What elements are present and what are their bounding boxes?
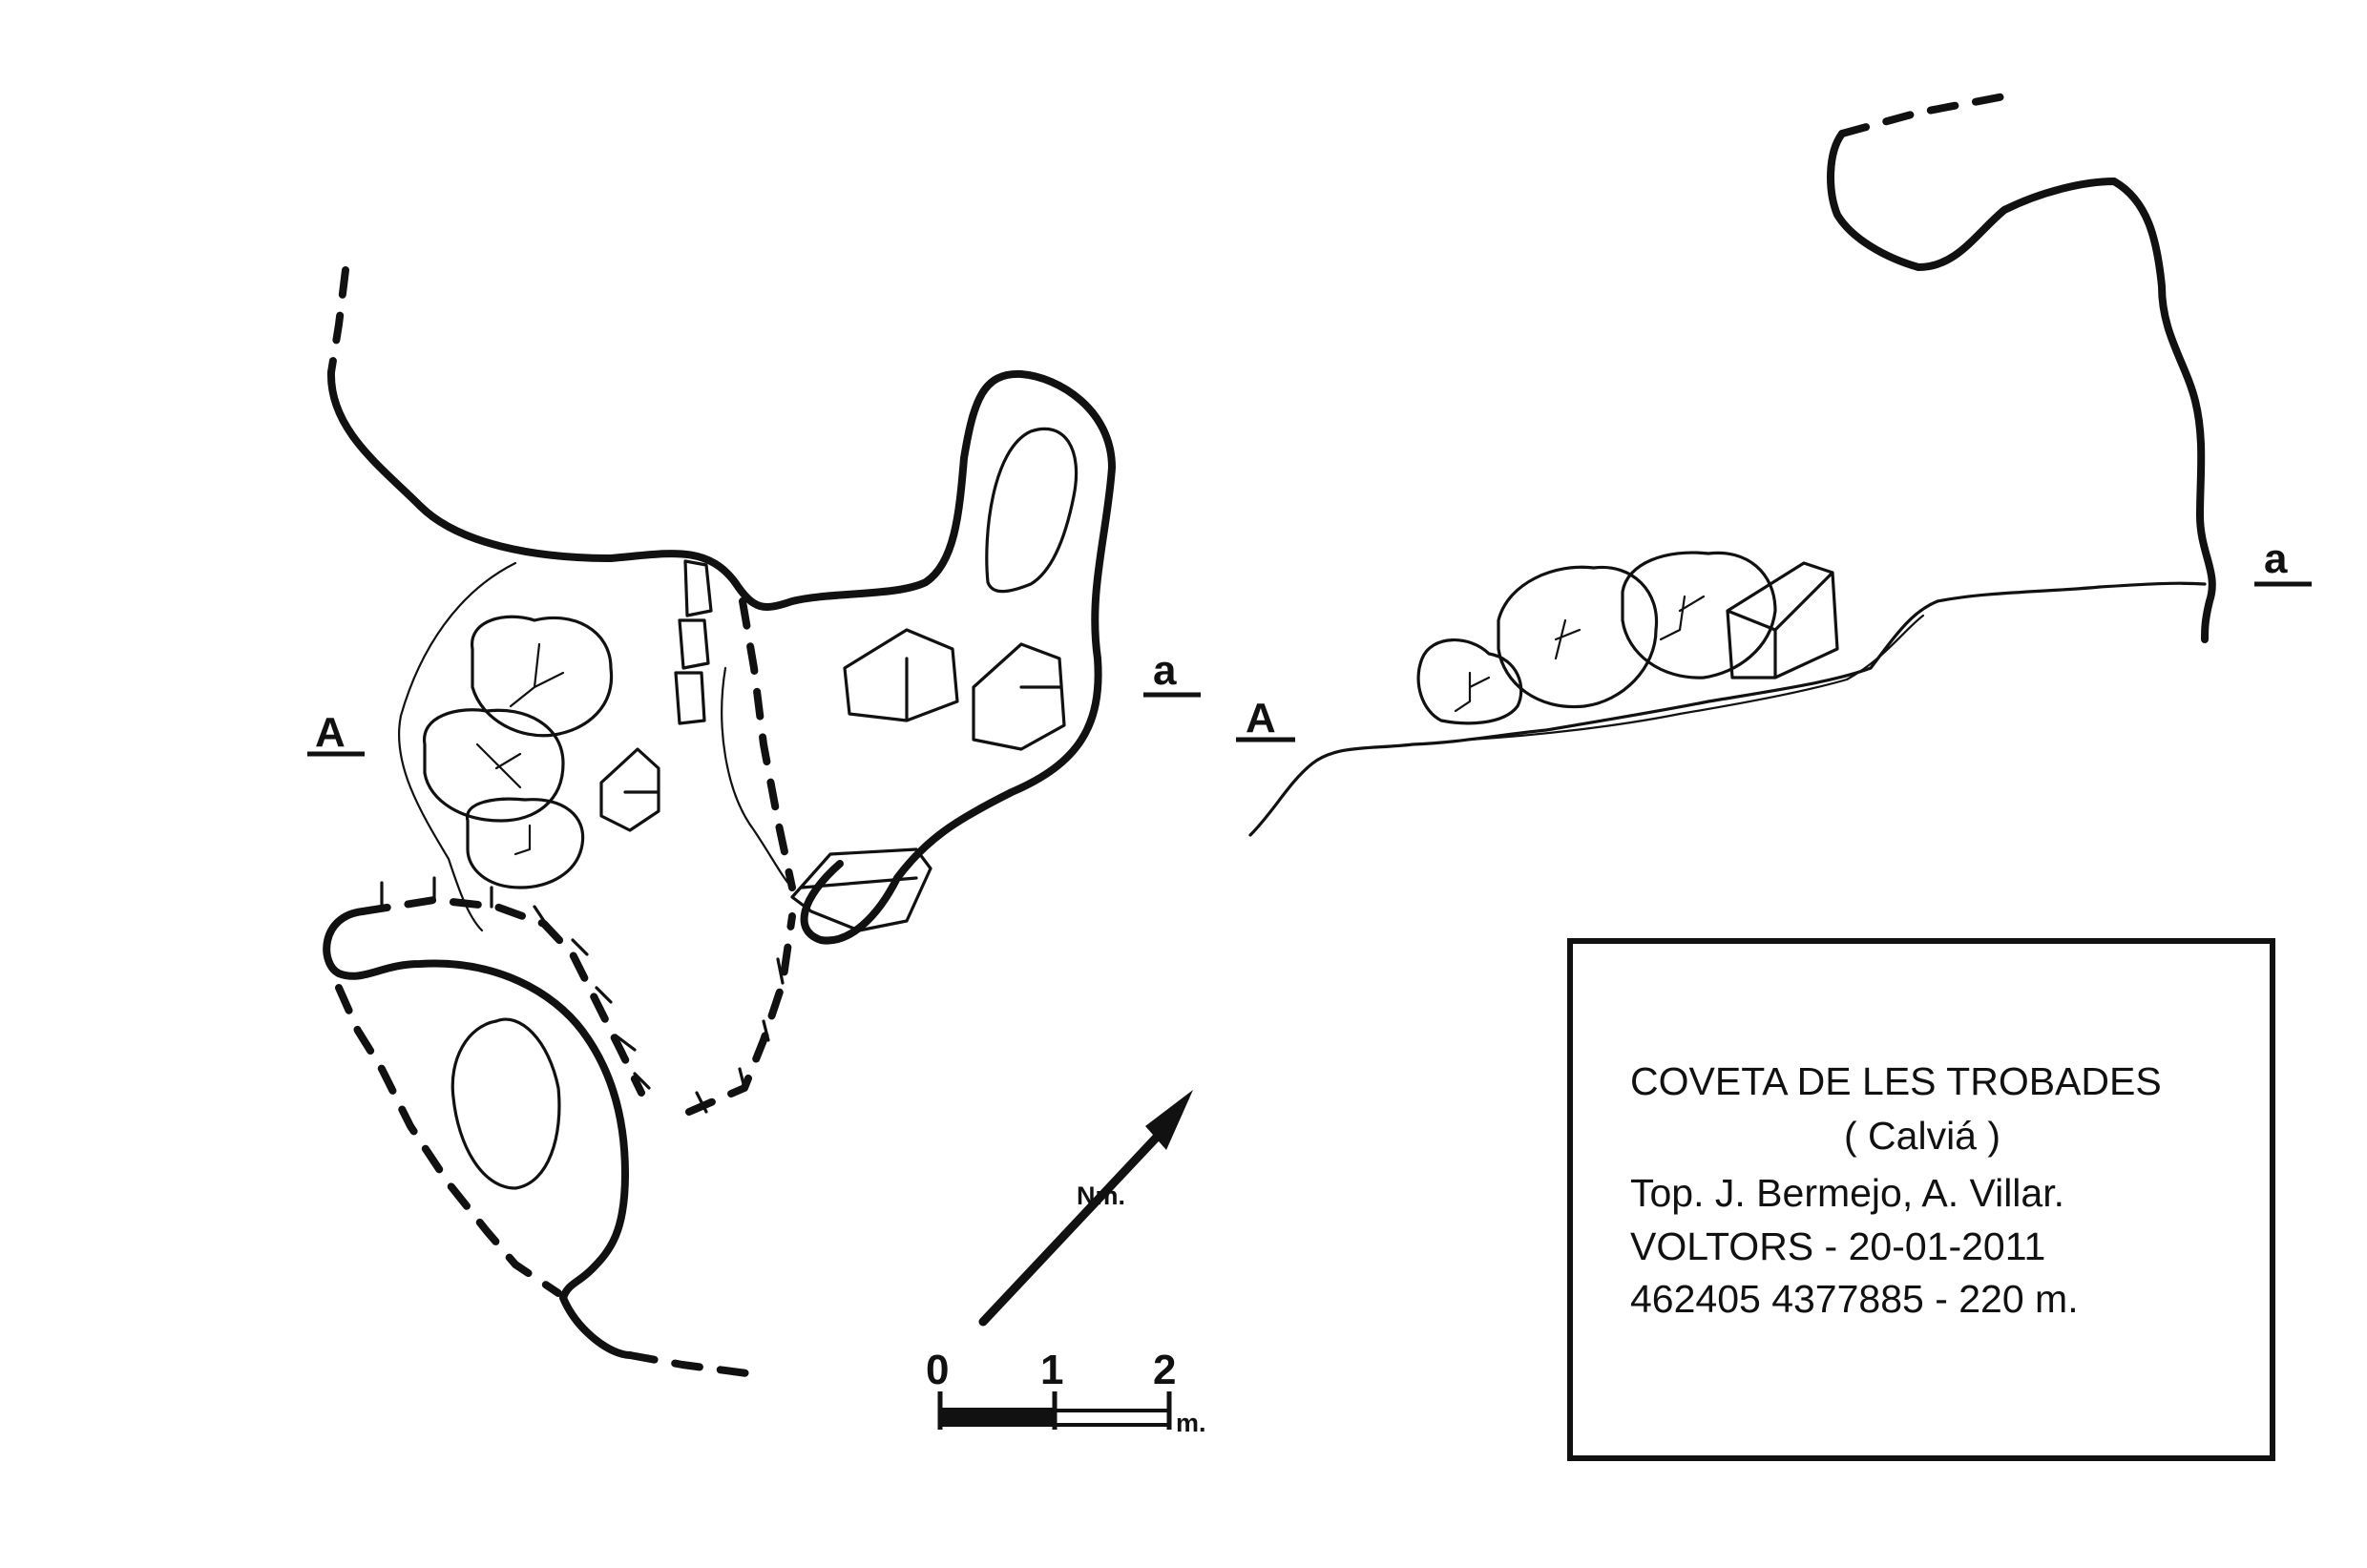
profile-floor-under (1468, 614, 1925, 742)
cave-title: COVETA DE LES TROBADES (1630, 1059, 2162, 1103)
plan-boulder-1 (843, 628, 959, 722)
plan-lower-lobe-inner (450, 1017, 561, 1190)
profile-top-dashed (1838, 92, 2013, 137)
cave-municipality: ( Calviá ) (1844, 1114, 2001, 1158)
profile-roof-wall (1827, 130, 2216, 643)
survey-authors: Top. J. Bermejo, A. Villar. (1630, 1171, 2065, 1215)
profile-floor (1248, 581, 2207, 837)
plan-tree-1 (471, 615, 614, 738)
plan-upper-lobe-inner (985, 427, 1079, 594)
scale-label-2: 2 (1153, 1347, 1176, 1393)
scale-bar: 0 1 2 m. (926, 1347, 1206, 1437)
plan-outer-wall (326, 368, 1116, 945)
north-arrow-head (1145, 1090, 1193, 1150)
scale-label-0: 0 (926, 1347, 949, 1393)
profile-boulder (1726, 561, 1839, 679)
profile-tree-2 (1497, 565, 1659, 709)
plan-lower-dashed-ticks (359, 896, 645, 1097)
plan-lower-lobe-dashed (335, 984, 562, 1297)
plan-ledge-blocks (674, 559, 713, 725)
profile-view: A a (1236, 92, 2312, 837)
plan-dashed-divider (739, 597, 796, 891)
plan-floor-contour (397, 561, 517, 932)
plan-boulder-4 (790, 847, 932, 932)
survey-coordinates: 462405 4377885 - 220 m. (1630, 1277, 2079, 1321)
plan-label-a: a (1153, 647, 1177, 694)
plan-tree-3 (466, 797, 585, 889)
plan-tree-2 (423, 708, 565, 823)
plan-wall-dashed-top (327, 266, 349, 376)
profile-label-A: A (1246, 695, 1276, 742)
plan-floor-contour-2 (721, 666, 794, 889)
survey-club-date: VOLTORS - 20-01-2011 (1630, 1224, 2046, 1268)
plan-bottom-dashed (626, 1351, 758, 1378)
profile-tree-1 (1416, 638, 1523, 725)
plan-lower-right-dashed (685, 912, 796, 1116)
north-arrow-shaft (978, 1126, 1167, 1327)
north-arrow: Nm. (978, 1090, 1193, 1327)
scale-segment-black (940, 1408, 1055, 1427)
profile-label-a: a (2264, 535, 2288, 582)
plan-label-A: A (315, 709, 346, 756)
north-label: Nm. (1077, 1181, 1125, 1210)
profile-tree-3 (1621, 551, 1777, 679)
scale-label-1: 1 (1040, 1347, 1063, 1393)
plan-lower-lobe-wall (323, 908, 634, 1359)
plan-boulder-2 (972, 642, 1066, 751)
scale-segment-white (1053, 1409, 1171, 1427)
plan-view: A a (307, 266, 1201, 1378)
plan-boulder-3 (599, 747, 660, 832)
scale-unit: m. (1176, 1409, 1206, 1437)
info-box (1567, 938, 2275, 1461)
plan-ledge-ticks (380, 876, 785, 1114)
